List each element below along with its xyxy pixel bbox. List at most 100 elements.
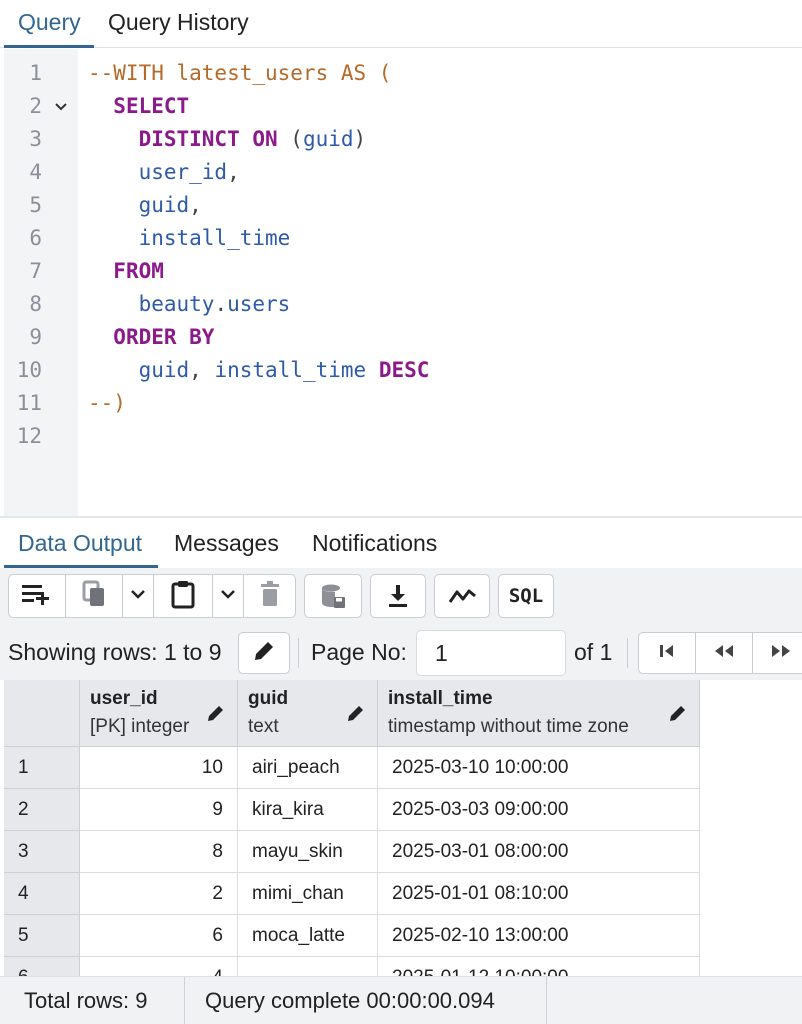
code-token <box>88 127 139 151</box>
cell-guid[interactable]: mimi_chan <box>238 873 378 915</box>
fold-chevron-icon[interactable] <box>54 90 68 136</box>
first-page-icon <box>657 643 677 664</box>
cell-user-id[interactable]: 4 <box>80 957 238 976</box>
row-number[interactable]: 4 <box>4 873 80 915</box>
code-text: install_time <box>88 222 291 255</box>
code-line[interactable]: 7 FROM <box>0 255 802 288</box>
code-token <box>88 193 139 217</box>
download-button[interactable] <box>370 574 426 618</box>
tab-messages[interactable]: Messages <box>174 530 279 556</box>
sql-button[interactable]: SQL <box>498 574 554 618</box>
page-count-label: of 1 <box>574 639 613 665</box>
pagination-bar: Showing rows: 1 to 9 Page No: 1 of 1 <box>0 626 802 680</box>
code-token: --) <box>88 391 126 415</box>
code-token <box>88 259 113 283</box>
line-number: 9 <box>29 325 42 349</box>
cell-install-time[interactable]: 2025-02-10 13:00:00 <box>378 915 700 957</box>
copy-options-dropdown[interactable] <box>123 575 153 617</box>
code-token <box>88 160 139 184</box>
showing-rows-label: Showing rows: 1 to 9 <box>8 639 222 665</box>
graph-visualiser-button[interactable] <box>434 574 490 618</box>
row-number[interactable]: 5 <box>4 915 80 957</box>
row-number[interactable]: 2 <box>4 789 80 831</box>
cell-guid[interactable]: mayu_skin <box>238 831 378 873</box>
code-line[interactable]: 10 guid, install_time DESC <box>0 354 802 387</box>
tab-data-output[interactable]: Data Output <box>18 530 143 556</box>
code-line[interactable]: 1--WITH latest_users AS ( <box>0 57 802 90</box>
row-number[interactable]: 6 <box>4 957 80 976</box>
code-token: install_time <box>138 226 291 250</box>
editor-divider <box>0 516 802 518</box>
tab-query-history[interactable]: Query History <box>108 9 249 35</box>
code-token: user_id <box>138 160 228 184</box>
total-rows-status: Total rows: 9 <box>24 988 148 1013</box>
tab-notifications[interactable]: Notifications <box>312 530 438 556</box>
code-line[interactable]: 12 <box>0 420 802 453</box>
cell-user-id[interactable]: 2 <box>80 873 238 915</box>
tab-query[interactable]: Query <box>4 0 94 48</box>
cell-user-id[interactable]: 9 <box>80 789 238 831</box>
row-number[interactable]: 1 <box>4 747 80 789</box>
paste-options-dropdown[interactable] <box>213 575 243 617</box>
edit-column-pencil-icon[interactable] <box>667 702 689 729</box>
column-header-user-id[interactable]: user_id [PK] integer <box>80 680 238 747</box>
line-number: 7 <box>29 259 42 283</box>
cell-guid[interactable]: moca_latte <box>238 915 378 957</box>
fast-forward-icon <box>768 643 794 664</box>
code-text: DISTINCT ON (guid) <box>88 123 367 156</box>
code-token: ) <box>353 127 367 151</box>
code-line[interactable]: 8 beauty.users <box>0 288 802 321</box>
cell-guid[interactable]: airi_peach <box>238 747 378 789</box>
code-token: --WITH latest_users AS ( <box>88 61 392 85</box>
code-line[interactable]: 5 guid, <box>0 189 802 222</box>
code-token: ORDER BY <box>113 325 215 349</box>
edit-column-pencil-icon[interactable] <box>205 702 227 729</box>
cell-user-id[interactable]: 10 <box>80 747 238 789</box>
query-complete-status: Query complete 00:00:00.094 <box>205 988 495 1013</box>
code-line[interactable]: 4 user_id, <box>0 156 802 189</box>
code-token: FROM <box>113 259 164 283</box>
cell-install-time[interactable]: 2025-01-12 10:00:00 <box>378 957 700 976</box>
code-token: guid <box>138 193 190 217</box>
edit-column-pencil-icon[interactable] <box>345 702 367 729</box>
result-toolbar: SQL <box>0 568 802 626</box>
first-page-button[interactable] <box>639 633 695 673</box>
line-chart-icon <box>447 585 477 607</box>
column-header-install-time[interactable]: install_time timestamp without time zone <box>378 680 700 747</box>
code-line[interactable]: 6 install_time <box>0 222 802 255</box>
edit-row-range-button[interactable] <box>238 632 290 674</box>
next-page-button[interactable] <box>753 633 802 673</box>
sql-label: SQL <box>508 585 544 607</box>
code-line[interactable]: 11--) <box>0 387 802 420</box>
cell-user-id[interactable]: 6 <box>80 915 238 957</box>
add-row-button[interactable] <box>9 575 65 617</box>
column-header-guid[interactable]: guid text <box>238 680 378 747</box>
save-data-button[interactable] <box>304 574 362 618</box>
cell-guid[interactable]: kira_kira <box>238 789 378 831</box>
cell-install-time[interactable]: 2025-03-10 10:00:00 <box>378 747 700 789</box>
cell-install-time[interactable]: 2025-03-01 08:00:00 <box>378 831 700 873</box>
line-number: 2 <box>29 94 42 118</box>
code-line[interactable]: 9 ORDER BY <box>0 321 802 354</box>
cell-user-id[interactable]: 8 <box>80 831 238 873</box>
code-text: FROM <box>88 255 164 288</box>
code-line[interactable]: 2 SELECT <box>0 90 802 123</box>
previous-page-button[interactable] <box>696 633 752 673</box>
output-tabs: Data Output Messages Notifications <box>0 518 802 568</box>
row-number[interactable]: 3 <box>4 831 80 873</box>
paste-button[interactable] <box>154 575 212 617</box>
cell-install-time[interactable]: 2025-01-01 08:10:00 <box>378 873 700 915</box>
cell-guid[interactable] <box>238 957 378 976</box>
code-token: users <box>227 292 291 316</box>
database-save-icon <box>319 582 347 610</box>
edit-button-group <box>8 574 296 618</box>
line-number: 6 <box>29 226 42 250</box>
copy-button[interactable] <box>66 575 122 617</box>
column-type: [PK] integer <box>90 716 190 737</box>
delete-row-button[interactable] <box>244 575 296 617</box>
page-number-input[interactable]: 1 <box>416 630 566 676</box>
cell-install-time[interactable]: 2025-03-03 09:00:00 <box>378 789 700 831</box>
code-line[interactable]: 3 DISTINCT ON (guid) <box>0 123 802 156</box>
code-token: DISTINCT ON <box>138 127 278 151</box>
